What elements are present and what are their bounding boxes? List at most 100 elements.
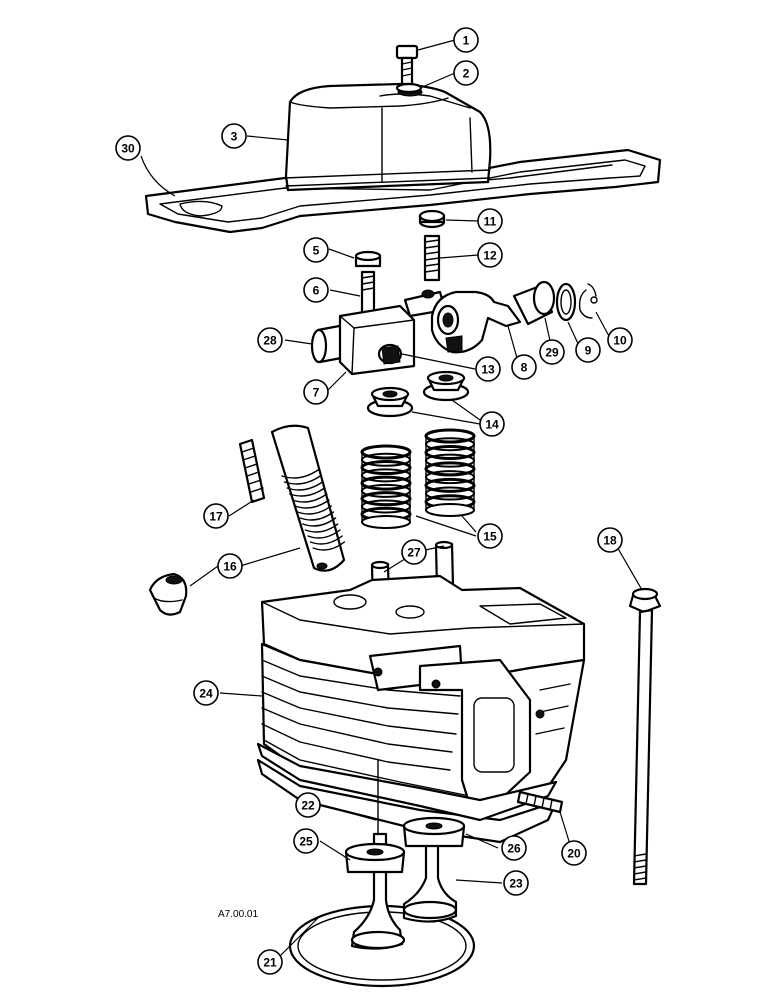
callout-20: 20 xyxy=(561,840,587,866)
callout-number: 23 xyxy=(509,877,523,891)
adjusting-screw xyxy=(423,234,441,282)
callout-26: 26 xyxy=(501,835,527,861)
callout-number: 26 xyxy=(507,842,521,856)
callout-number: 6 xyxy=(313,284,320,298)
stud-17 xyxy=(238,438,266,504)
callout-number: 24 xyxy=(199,687,213,701)
nut xyxy=(354,250,382,268)
callout-22: 22 xyxy=(295,792,321,818)
valve-right xyxy=(402,830,458,923)
callout-circle xyxy=(511,354,537,380)
callout-25: 25 xyxy=(293,828,319,854)
callout-number: 30 xyxy=(121,142,135,156)
cap xyxy=(418,209,446,229)
spring-coil xyxy=(361,515,411,529)
valve-spring-right xyxy=(424,428,476,517)
callout-number: 29 xyxy=(545,346,559,360)
callout-10: 10 xyxy=(607,327,633,353)
callout-7: 7 xyxy=(303,379,329,405)
callout-circle xyxy=(303,237,329,263)
cylinder-head xyxy=(256,574,586,844)
callout-number: 17 xyxy=(209,510,223,524)
valve-spring-left xyxy=(360,444,412,529)
callout-circle xyxy=(295,792,321,818)
callout-number: 5 xyxy=(313,244,320,258)
rocker-spacer xyxy=(512,280,556,326)
valve-guide-seal-right xyxy=(402,816,466,848)
figure-reference: A7.00.01 xyxy=(218,909,258,920)
callout-number: 27 xyxy=(407,546,421,560)
callout-circle xyxy=(303,277,329,303)
callout-number: 16 xyxy=(223,560,237,574)
callout-circle xyxy=(303,379,329,405)
callout-number: 8 xyxy=(521,361,528,375)
callout-circle xyxy=(257,949,283,975)
valve-guide-seal-left xyxy=(344,842,406,874)
callout-circle xyxy=(479,411,505,437)
callout-number: 2 xyxy=(463,67,470,81)
callout-circle xyxy=(203,503,229,529)
callout-circle xyxy=(607,327,633,353)
callout-1: 1 xyxy=(453,27,479,53)
spring-coil xyxy=(425,503,475,517)
callout-circle xyxy=(217,553,243,579)
callout-9: 9 xyxy=(575,337,601,363)
callout-8: 8 xyxy=(511,354,537,380)
callout-number: 18 xyxy=(603,534,617,548)
callout-circle xyxy=(453,60,479,86)
callout-circle xyxy=(561,840,587,866)
callout-24: 24 xyxy=(193,680,219,706)
spring-cap-left xyxy=(366,386,414,418)
callout-15: 15 xyxy=(477,523,503,549)
rocker-shaft-support xyxy=(338,304,416,376)
callout-30: 30 xyxy=(115,135,141,161)
callout-number: 3 xyxy=(231,130,238,144)
callout-number: 10 xyxy=(613,334,627,348)
callout-circle xyxy=(401,539,427,565)
callout-number: 11 xyxy=(484,215,497,229)
callout-circle xyxy=(477,523,503,549)
callout-28: 28 xyxy=(257,327,283,353)
callout-circle xyxy=(475,356,501,382)
callout-circle xyxy=(257,327,283,353)
spring-outline xyxy=(425,435,475,511)
callout-circle xyxy=(193,680,219,706)
callout-2: 2 xyxy=(453,60,479,86)
cover-washer xyxy=(395,82,423,94)
callout-14: 14 xyxy=(479,411,505,437)
valve-guide-cap xyxy=(148,572,188,616)
callout-circle xyxy=(477,242,503,268)
callout-number: 25 xyxy=(299,835,313,849)
callout-circle xyxy=(115,135,141,161)
callout-5: 5 xyxy=(303,237,329,263)
callout-circle xyxy=(597,527,623,553)
callout-number: 9 xyxy=(585,344,592,358)
spring-washer xyxy=(555,282,577,322)
spring-outline xyxy=(361,451,411,523)
callout-number: 14 xyxy=(485,418,499,432)
callout-number: 28 xyxy=(263,334,277,348)
callout-circle xyxy=(575,337,601,363)
rocker-cover xyxy=(283,82,492,192)
callout-number: 13 xyxy=(481,363,495,377)
rocker-arm xyxy=(430,290,522,354)
callout-23: 23 xyxy=(503,870,529,896)
callout-12: 12 xyxy=(477,242,503,268)
callout-number: 7 xyxy=(313,386,320,400)
valve-left xyxy=(350,832,406,950)
callout-17: 17 xyxy=(203,503,229,529)
callout-number: 20 xyxy=(567,847,581,861)
callout-number: 1 xyxy=(463,34,470,48)
callout-16: 16 xyxy=(217,553,243,579)
circlip xyxy=(578,283,598,319)
callout-circle xyxy=(221,123,247,149)
callout-18: 18 xyxy=(597,527,623,553)
spring-cap-right xyxy=(422,370,470,402)
callout-13: 13 xyxy=(475,356,501,382)
callout-29: 29 xyxy=(539,339,565,365)
head-bolt xyxy=(628,587,662,886)
callout-circle xyxy=(501,835,527,861)
callout-number: 22 xyxy=(301,799,315,813)
